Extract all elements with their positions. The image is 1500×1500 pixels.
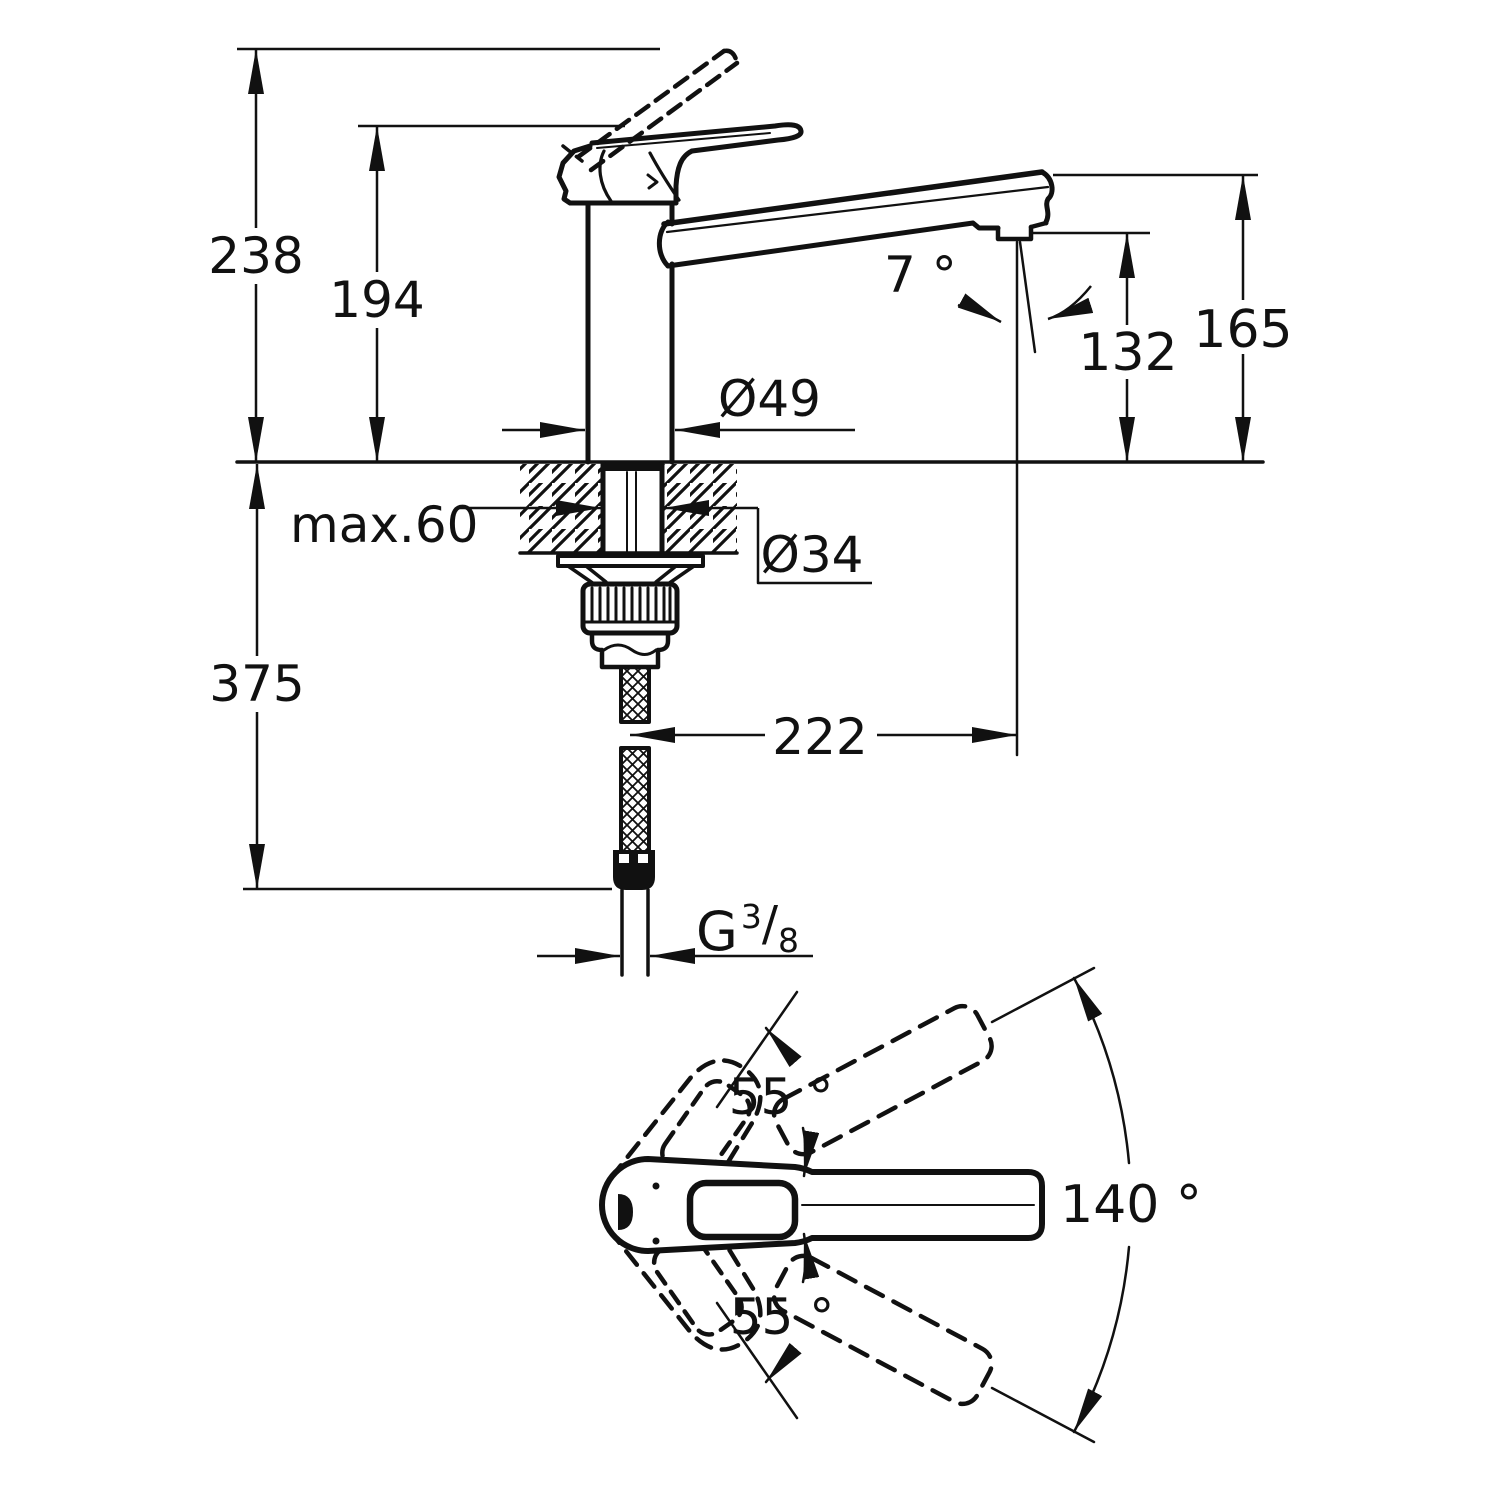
dimension-overall-height: 238 (208, 47, 660, 462)
under-counter-depth-label: 375 (209, 655, 304, 713)
dimension-spout-height: 165 (1053, 173, 1293, 462)
supply-hose (613, 665, 655, 977)
dome-sketch-mark (646, 173, 659, 190)
lever-handle-side (556, 122, 804, 206)
handle-angle-down-label: 55 ° (730, 1288, 835, 1346)
lever-raised-dashed (561, 48, 740, 173)
spout-angle-label: 7 ° (884, 246, 957, 304)
dimension-base-diameter: Ø49 (502, 370, 855, 438)
handle-top-view (599, 1156, 1045, 1254)
spout (656, 169, 1055, 269)
handle-extreme-line-down (715, 1301, 799, 1420)
overall-height-label: 238 (208, 227, 303, 285)
dimension-max-counter-thickness: max.60 (290, 496, 478, 554)
dimension-outlet-height: 132 (1032, 231, 1178, 462)
dome-sketch-line (598, 149, 613, 203)
spout-dashed-down (771, 1253, 994, 1407)
spout-tip (1039, 169, 1055, 226)
angle-arc-down-outer (764, 1342, 802, 1384)
dimension-under-counter-depth: 375 (209, 464, 612, 891)
angle-arc-up-inner (801, 1126, 820, 1178)
stream-angle-line (1018, 240, 1037, 354)
clamp-cone (566, 564, 696, 586)
washer-plate (556, 554, 705, 568)
swivel-extreme-line-up (990, 966, 1096, 1024)
dome-sketch-line (648, 151, 681, 202)
mounting-nut (580, 581, 680, 636)
handle-inner-cutout (686, 1179, 799, 1241)
handle-angle-up-label: 55 ° (729, 1068, 834, 1126)
max-counter-thickness-label: max.60 (290, 496, 478, 554)
hole-diameter-label: Ø34 (761, 526, 864, 584)
nut-base (589, 630, 671, 670)
lever-height-label: 194 (329, 271, 424, 329)
mounting-shank (600, 460, 665, 559)
swivel-range-label: 140 ° (1060, 1175, 1202, 1235)
water-stream-lines (1015, 240, 1037, 757)
dimension-spout-reach: 222 (630, 708, 1017, 766)
side-view: 238 194 375 max.60 Ø34 (208, 47, 1293, 977)
angle-arc-down-inner (801, 1232, 820, 1284)
top-view: 55 ° 55 ° 140 ° (599, 966, 1202, 1444)
aerator (995, 224, 1034, 242)
angle-annotations (715, 966, 1131, 1444)
spout-dashed-up (771, 1003, 994, 1157)
handle-extreme-line-up (715, 990, 799, 1109)
spout-reach-label: 222 (772, 708, 867, 766)
spout-height-label: 165 (1193, 300, 1292, 360)
dimension-hole-diameter: Ø34 (458, 500, 872, 585)
angle-arc-up-outer (764, 1026, 802, 1068)
angle-labels: 55 ° 55 ° 140 ° (729, 1068, 1202, 1346)
dimension-spout-angle: 7 ° (884, 246, 1094, 324)
base-diameter-label: Ø49 (718, 370, 821, 428)
swivel-arc-upper (1072, 976, 1131, 1165)
swivel-extreme-line-down (990, 1386, 1096, 1444)
nut-knurling (590, 586, 672, 623)
dimension-lever-height: 194 (329, 124, 625, 462)
dimension-thread: G3/8 (537, 896, 813, 964)
dimensions: 238 194 375 max.60 Ø34 (208, 47, 1293, 964)
swivel-arc-lower (1072, 1245, 1131, 1434)
thread-label: G3/8 (696, 896, 799, 963)
handle-cap-mark (618, 1194, 633, 1230)
outlet-height-label: 132 (1078, 323, 1177, 383)
